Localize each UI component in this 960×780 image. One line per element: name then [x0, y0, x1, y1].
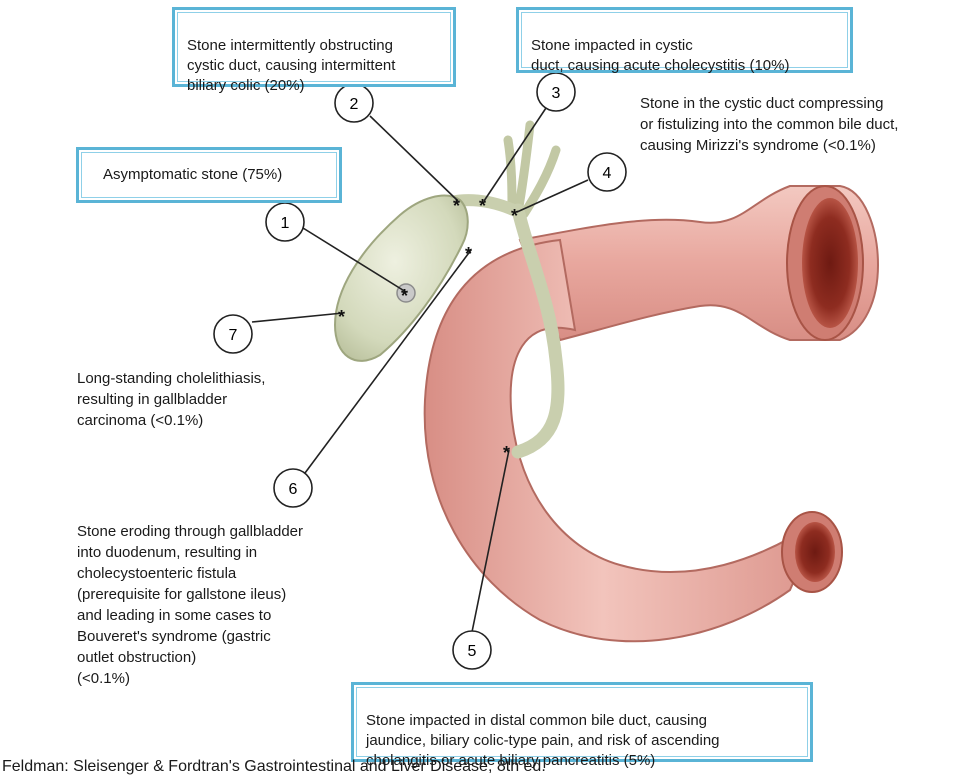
duodenum-upper-segment [518, 185, 880, 342]
callout-text-3: Stone impacted in cystic duct, causing a… [531, 37, 790, 74]
stone-markers: * * * * * * * [338, 196, 518, 463]
gallbladder [333, 194, 469, 362]
callout-number-1: 1 [265, 202, 305, 242]
callout-number-2: 2 [334, 83, 374, 123]
svg-text:4: 4 [603, 165, 612, 182]
hepatic-duct-branches [503, 120, 561, 219]
callout-number-5: 5 [452, 630, 492, 670]
stone-marker-2: * [453, 196, 460, 216]
callout-box-2: Stone intermittently obstructing cystic … [172, 7, 456, 94]
stone-marker-4: * [511, 206, 518, 226]
svg-text:7: 7 [229, 327, 238, 344]
leader-line-7 [251, 312, 344, 323]
source-caption: Feldman: Sleisenger & Fordtran's Gastroi… [2, 758, 546, 775]
callout-text-6: Stone eroding through gallbladder into d… [77, 523, 304, 687]
duodenum-lower-lumen [795, 522, 835, 582]
leader-line-1 [302, 227, 407, 293]
callout-number-3: 3 [536, 72, 576, 112]
svg-text:6: 6 [289, 481, 298, 498]
svg-text:2: 2 [350, 96, 359, 113]
leader-line-5 [471, 449, 510, 633]
stone-marker-7: * [338, 307, 345, 327]
callout-text-2: Stone intermittently obstructing cystic … [187, 37, 396, 94]
common-bile-duct [511, 203, 565, 459]
svg-text:5: 5 [468, 643, 477, 660]
svg-text:1: 1 [281, 215, 290, 232]
callout-numbers: 1 2 3 4 5 6 7 [213, 72, 627, 670]
callout-box-5: Stone impacted in distal common bile duc… [351, 682, 813, 769]
leader-line-2 [369, 115, 459, 202]
duodenum-c-loop [423, 238, 823, 643]
callout-text-7: Long-standing cholelithiasis, resulting … [77, 370, 266, 429]
leader-line-4 [516, 179, 589, 213]
callout-text-1: Asymptomatic stone (75%) [103, 166, 283, 183]
callout-box-1: Asymptomatic stone (75%) [76, 147, 342, 203]
duodenum [423, 185, 880, 643]
callout-text-4: Stone in the cystic duct compressing or … [640, 95, 899, 154]
callout-number-7: 7 [213, 314, 253, 354]
duodenum-upper-lumen [802, 198, 858, 328]
svg-text:3: 3 [552, 85, 561, 102]
leader-line-6 [304, 249, 472, 474]
callout-number-4: 4 [587, 152, 627, 192]
stone-marker-5: * [503, 443, 510, 463]
callout-number-6: 6 [273, 468, 313, 508]
stone-marker-1: * [401, 286, 408, 306]
callout-box-3: Stone impacted in cystic duct, causing a… [516, 7, 853, 74]
stone-marker-6: * [465, 244, 472, 264]
leader-lines [251, 107, 589, 633]
leader-line-3 [483, 107, 547, 202]
stone-marker-3: * [479, 196, 486, 216]
callout-text-5: Stone impacted in distal common bile duc… [366, 712, 720, 769]
